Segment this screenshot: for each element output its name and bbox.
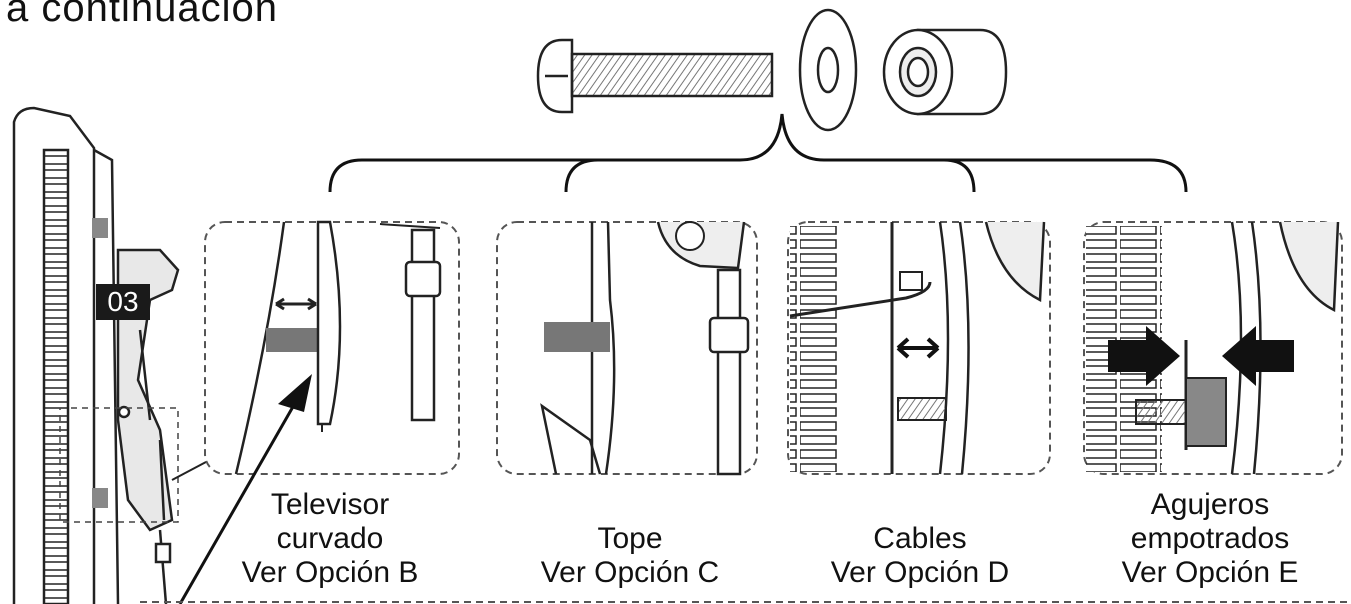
- bolt-icon: [536, 38, 774, 114]
- step-badge: 03: [96, 284, 150, 320]
- option-b-panel: [204, 220, 460, 475]
- washer-icon: [798, 8, 858, 132]
- tv-side-profile: [12, 106, 180, 604]
- option-e-caption: Agujeros empotrados Ver Opción E: [1121, 488, 1299, 589]
- option-e-panel: [1083, 221, 1343, 475]
- option-c-panel: [496, 221, 758, 476]
- hardware-bracket: [328, 113, 1188, 193]
- option-b-caption: Televisor curvado Ver Opción B: [241, 488, 419, 589]
- page-heading: a continuación: [6, 0, 278, 30]
- zoom-region: [59, 407, 179, 523]
- option-c-caption: Tope Ver Opción C: [540, 522, 720, 589]
- option-d-panel: [787, 221, 1051, 475]
- spacer-icon: [882, 28, 1008, 116]
- option-d-caption: Cables Ver Opción D: [830, 522, 1010, 589]
